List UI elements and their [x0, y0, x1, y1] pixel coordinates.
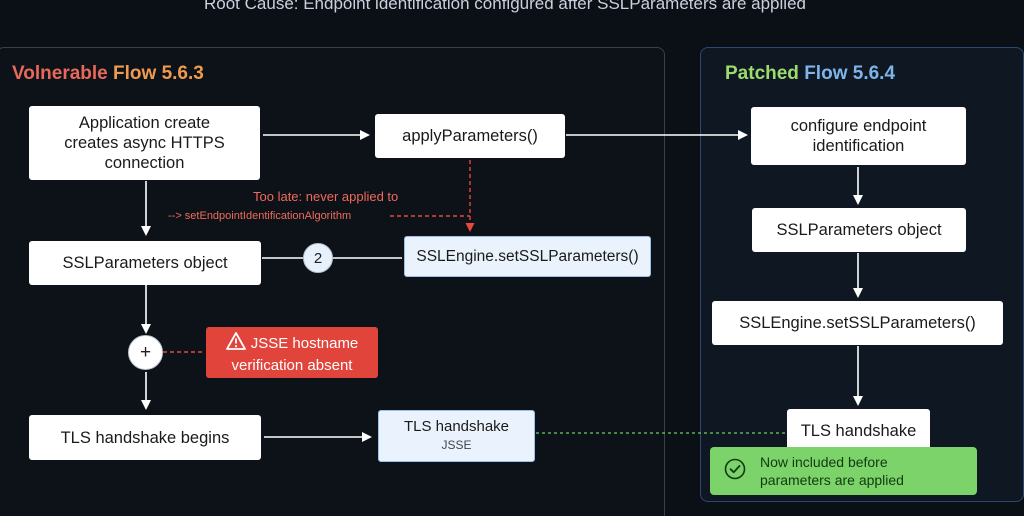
tls-handshake-begins-box: TLS handshake begins — [29, 415, 261, 460]
app-create-line-3: connection — [104, 154, 185, 172]
diagram-title: Root Cause: Endpoint identification conf… — [204, 0, 806, 13]
ssl-parameters-box: SSLParameters object — [29, 241, 261, 285]
step-number-badge: 2 — [303, 243, 333, 273]
step-number: 2 — [313, 249, 323, 267]
tls-handshake-begins-label: TLS handshake begins — [60, 428, 230, 447]
included-note-line-1: Now included before — [760, 454, 888, 470]
ssl-engine-set-box: SSLEngine.setSSLParameters() — [404, 236, 651, 277]
patched-ssl-parameters-box: SSLParameters object — [752, 208, 966, 252]
configure-line-1: configure endpoint — [790, 117, 927, 135]
alert-line-1: JSSE hostname — [250, 335, 359, 352]
plus-node: + — [128, 335, 163, 370]
patched-ssl-parameters-label: SSLParameters object — [776, 221, 942, 239]
tls-handshake-jsse-sub: JSSE — [441, 438, 472, 452]
apply-parameters-box: applyParameters() — [375, 114, 565, 158]
vulnerable-heading-version: Flow 5.6.3 — [113, 63, 204, 84]
app-create-line-2: creates async HTTPS — [64, 134, 225, 152]
app-create-line-1: Application create — [78, 114, 211, 132]
too-late-note: Too late: never applied to — [253, 189, 399, 204]
algorithm-note: --> setEndpointIdentificationAlgorithm — [168, 210, 352, 222]
ssl-parameters-label: SSLParameters object — [62, 254, 228, 272]
patched-heading-label: Patched — [725, 63, 799, 84]
patched-flow-heading: Patched Flow 5.6.4 — [725, 63, 895, 85]
apply-parameters-label: applyParameters() — [402, 127, 538, 145]
vulnerable-flow-heading: Volnerable Flow 5.6.3 — [12, 63, 204, 85]
vulnerable-heading-label: Volnerable — [12, 63, 108, 84]
tls-handshake-jsse-label: TLS handshake — [403, 418, 510, 435]
patched-heading-version: Flow 5.6.4 — [804, 63, 896, 84]
included-before-note: Now included before parameters are appli… — [710, 447, 977, 495]
app-create-box: Application create creates async HTTPS c… — [29, 106, 260, 180]
check-circle-icon — [724, 458, 746, 484]
configure-endpoint-box: configure endpoint identification — [751, 107, 966, 165]
included-note-line-2: parameters are applied — [760, 472, 904, 488]
warning-icon — [225, 332, 246, 356]
tls-handshake-jsse-box: TLS handshake JSSE — [378, 410, 535, 462]
patched-tls-handshake-box: TLS handshake — [787, 409, 930, 452]
ssl-engine-set-label: SSLEngine.setSSLParameters() — [416, 247, 639, 265]
configure-line-2: identification — [812, 137, 905, 155]
patched-ssl-engine-set-box: SSLEngine.setSSLParameters() — [712, 301, 1003, 345]
hostname-verification-alert: JSSE hostname verification absent — [206, 327, 378, 378]
plus-symbol: + — [139, 341, 152, 363]
alert-line-2: verification absent — [231, 357, 353, 374]
patched-tls-handshake-label: TLS handshake — [800, 421, 917, 440]
patched-ssl-engine-set-label: SSLEngine.setSSLParameters() — [739, 314, 976, 332]
